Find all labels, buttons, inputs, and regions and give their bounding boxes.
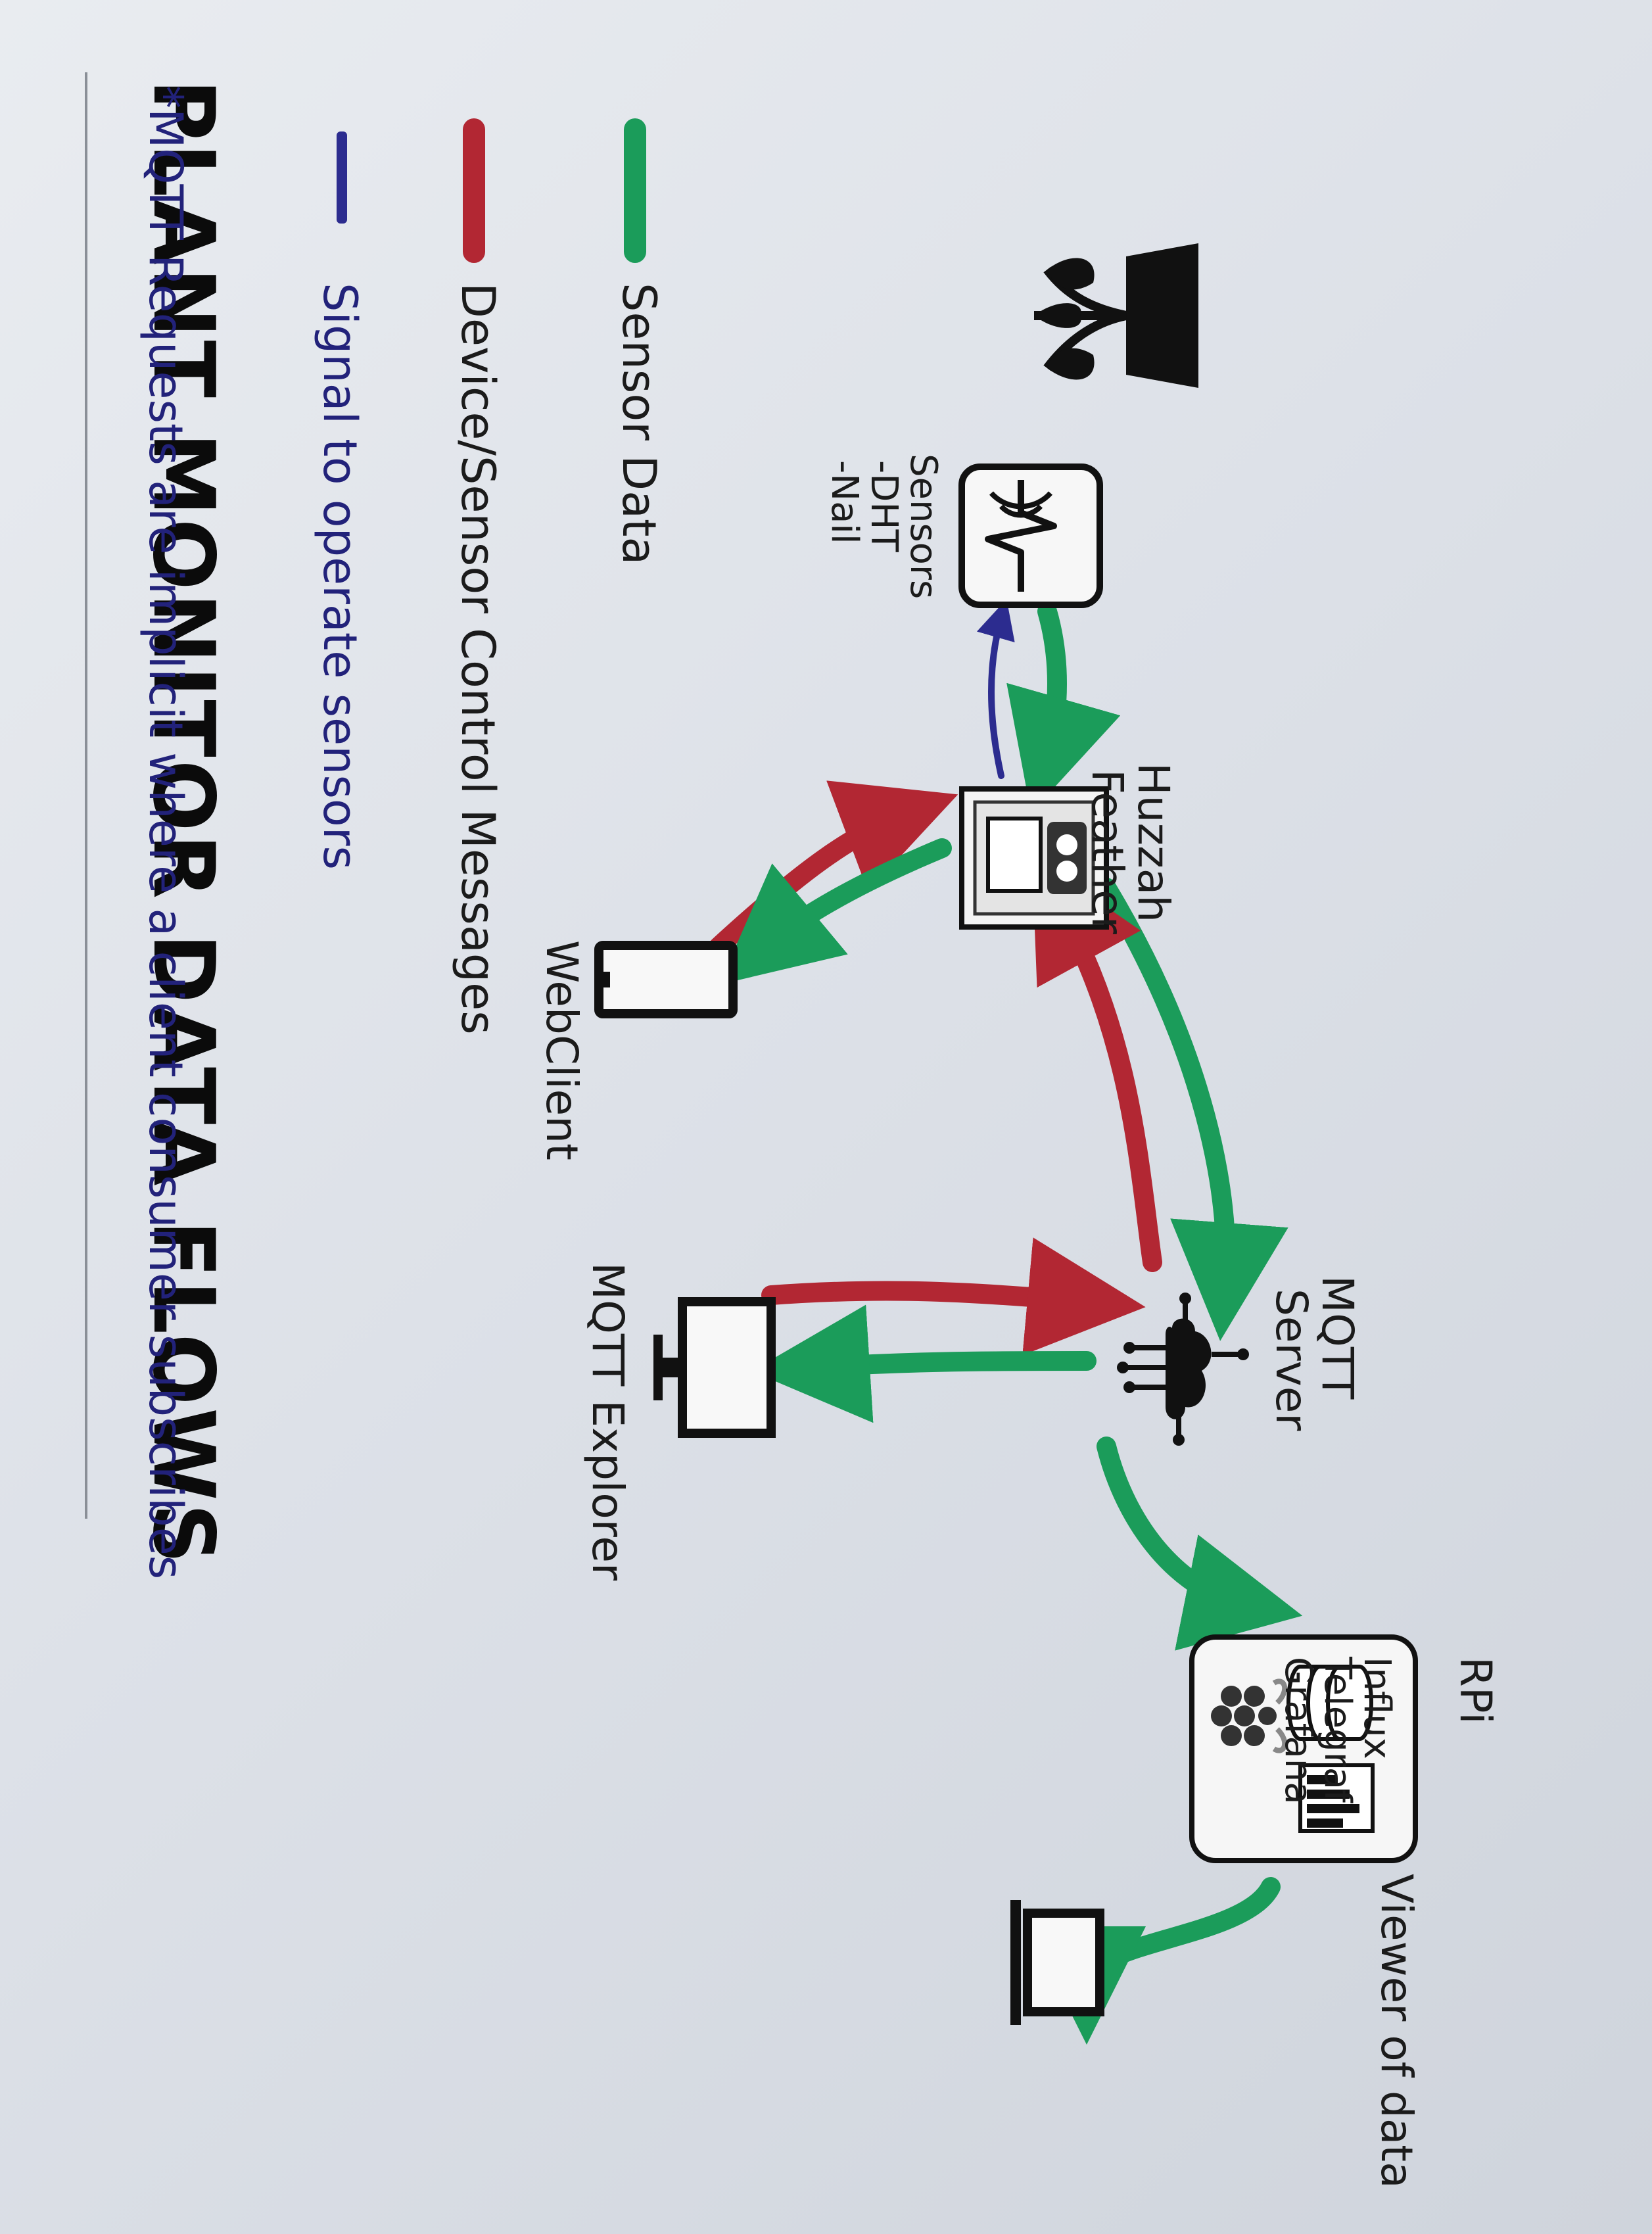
sensors-item-nail: -Nail [823, 460, 866, 544]
viewer-label: Viewer of data [1371, 1874, 1422, 2189]
mqtt-server-label-line1: MQTT [1312, 1275, 1363, 1400]
sensor-signal-icon [958, 463, 1103, 608]
legend-label-signal: Signal to operate sensors [313, 283, 367, 870]
potted-plant-icon [1034, 243, 1198, 388]
arrow-huzzah-to-mqtt [1097, 878, 1288, 1341]
mqtt-cloud-icon [1117, 1293, 1249, 1446]
arrow-huzzah-to-sensors [976, 599, 1015, 779]
mqtt-server-label-line2: Server [1266, 1289, 1317, 1431]
legend-swatch-green [624, 118, 646, 263]
huzzah-label-line2: Feather [1082, 769, 1133, 934]
sensors-item-dht: -DHT [862, 460, 905, 552]
arrow-huzzah-to-webclient [719, 838, 952, 985]
legend-label-control-messages: Device/Sensor Control Messages [451, 283, 505, 1035]
footnote: *MQTT Requests are implicit where a clie… [139, 85, 193, 1580]
arrow-sensors-to-huzzah [1006, 602, 1121, 813]
webclient-label: WebClient [536, 940, 587, 1160]
laptop-icon [1010, 1900, 1104, 2025]
microcontroller-icon [959, 786, 1109, 930]
sensors-label: Sensors [902, 454, 945, 600]
arrow-explorer-to-mqtt [761, 1237, 1146, 1356]
raspberry-pi-server-icon [1189, 1634, 1418, 1863]
rpi-service-influx: Influx [1356, 1657, 1398, 1759]
arrow-mqtt-to-huzzah [1031, 855, 1162, 1272]
legend-label-sensor-data: Sensor Data [612, 283, 666, 565]
smartphone-icon [594, 941, 738, 1018]
arrow-rpi-to-viewer [1027, 1877, 1281, 2045]
rpi-service-telegraf: Telegraf [1316, 1657, 1359, 1803]
monitor-icon [653, 1297, 776, 1438]
mqtt-explorer-label: MQTT Explorer [582, 1262, 633, 1581]
rpi-service-grafana: Grafana [1277, 1657, 1319, 1805]
arrow-mqtt-to-explorer [751, 1304, 1097, 1423]
legend-swatch-red [463, 118, 485, 263]
huzzah-label-line1: Huzzah [1128, 763, 1179, 923]
arrow-mqtt-to-rpi [1097, 1437, 1303, 1651]
rpi-label: RPi [1450, 1657, 1501, 1724]
legend-swatch-blue [337, 131, 347, 224]
